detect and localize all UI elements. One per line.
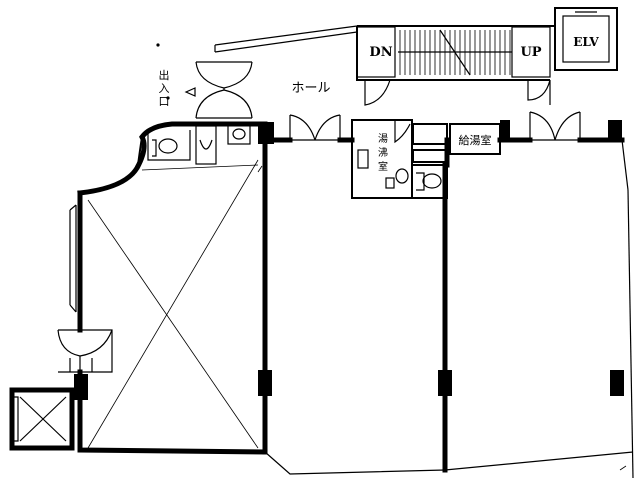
storage-room — [449, 123, 501, 155]
elevator — [554, 7, 618, 71]
stair-down-label: DN — [369, 45, 392, 60]
left-window — [69, 204, 77, 313]
kitchenette-label-3: 室 — [378, 160, 388, 173]
entrance-label-1: 出 — [159, 68, 170, 82]
right-unit-door[interactable] — [529, 111, 581, 141]
stair-doors[interactable] — [364, 79, 551, 106]
left-toilet-area — [147, 123, 251, 165]
toilet-core — [412, 123, 448, 199]
stair-core — [356, 25, 555, 81]
void-area — [87, 159, 259, 449]
stair-treads — [398, 29, 512, 76]
stair-up-label: UP — [520, 45, 541, 60]
misc-marks — [257, 165, 627, 471]
kitchenette-label-1: 湯 — [378, 132, 388, 145]
kitchenette — [351, 119, 413, 199]
hall-label: ホール — [291, 81, 330, 96]
entrance-label-2: 入 — [159, 82, 170, 95]
elevator-label: ELV — [573, 35, 599, 49]
left-side-door[interactable] — [57, 329, 113, 373]
middle-unit-door[interactable] — [289, 114, 341, 141]
entrance-label-3: 口 — [159, 95, 170, 108]
entrance-door[interactable] — [156, 43, 253, 119]
storage-label: 給湯室 — [459, 133, 492, 147]
kitchenette-label-2: 沸 — [378, 146, 388, 159]
structural-columns — [74, 120, 624, 400]
